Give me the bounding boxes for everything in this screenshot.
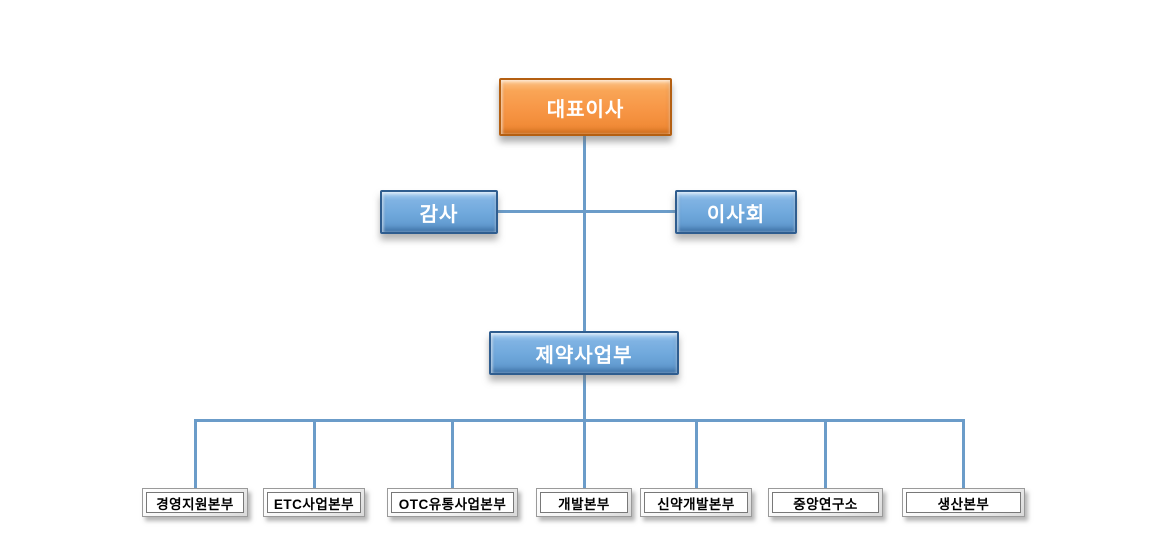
connector-drop-dept-5 [695, 419, 698, 488]
connector-division-to-bus [583, 374, 586, 421]
connector-drop-dept-1 [194, 419, 197, 488]
org-node-board-label: 이사회 [706, 203, 766, 226]
connector-drop-dept-7 [962, 419, 965, 488]
org-node-department-4-label: 개발본부 [540, 492, 628, 513]
org-node-department-3: OTC유통사업본부 [387, 488, 518, 517]
org-node-ceo-label: 대표이사 [546, 98, 625, 121]
org-node-division-label: 제약사업부 [535, 344, 633, 367]
org-node-department-6-label: 중앙연구소 [772, 492, 879, 513]
connector-drop-dept-4 [583, 419, 586, 488]
org-node-department-7: 생산본부 [902, 488, 1025, 517]
org-node-department-3-label: OTC유통사업본부 [391, 492, 514, 513]
connector-drop-dept-3 [451, 419, 454, 488]
org-node-department-5: 신약개발본부 [640, 488, 752, 517]
connector-department-bus [194, 419, 965, 422]
org-node-department-6: 중앙연구소 [768, 488, 883, 517]
org-node-department-1: 경영지원본부 [142, 488, 248, 517]
org-node-auditor-label: 감사 [419, 203, 459, 226]
org-node-department-1-label: 경영지원본부 [146, 492, 244, 513]
org-node-auditor: 감사 [380, 190, 498, 234]
org-node-department-2-label: ETC사업본부 [267, 492, 361, 513]
connector-ceo-to-division [583, 136, 586, 333]
connector-auditor-to-board [498, 210, 677, 213]
org-node-department-2: ETC사업본부 [263, 488, 365, 517]
org-node-department-4: 개발본부 [536, 488, 632, 517]
org-node-department-5-label: 신약개발본부 [644, 492, 748, 513]
org-node-division: 제약사업부 [489, 331, 679, 375]
org-node-board: 이사회 [675, 190, 797, 234]
connector-drop-dept-6 [824, 419, 827, 488]
org-node-ceo: 대표이사 [499, 78, 672, 136]
org-node-department-7-label: 생산본부 [906, 492, 1021, 513]
connector-drop-dept-2 [313, 419, 316, 488]
